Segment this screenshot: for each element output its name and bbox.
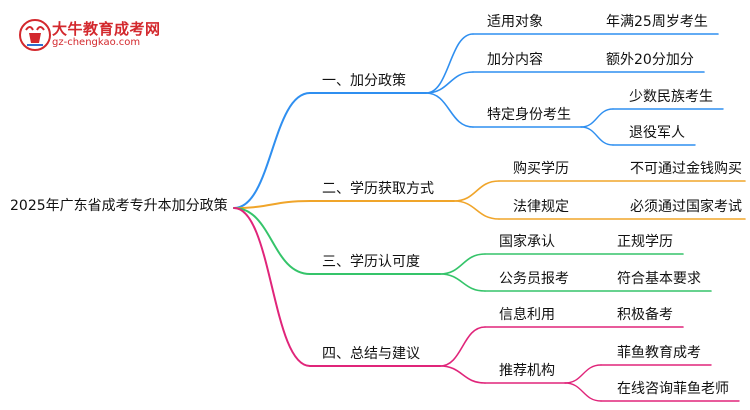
connector-branch-sub-3-2 <box>439 273 486 292</box>
sub-label-4-1: 信息利用 <box>499 307 555 323</box>
root-node: 2025年广东省成考专升本加分政策 <box>10 198 228 214</box>
connector-branch-sub-1-2 <box>425 71 474 94</box>
leaf-label-1-1-1: 年满25周岁考生 <box>606 14 708 30</box>
connector-branch-sub-4-1 <box>439 326 486 367</box>
branch-label-1: 一、加分政策 <box>322 73 406 89</box>
bull-logo-icon <box>19 19 51 51</box>
connector-sub-leaf-4-2-1 <box>564 364 602 384</box>
leaf-label-3-2-1: 符合基本要求 <box>617 271 701 287</box>
logo <box>18 14 168 56</box>
leaf-label-2-2-1: 必须通过国家考试 <box>630 199 742 215</box>
logo-url: gz-chengkao.com <box>52 37 141 48</box>
connector-sub-leaf-1-3-1 <box>580 108 614 128</box>
leaf-label-3-1-1: 正规学历 <box>617 234 673 250</box>
sub-label-3-2: 公务员报考 <box>499 271 569 287</box>
branch-label-4: 四、总结与建议 <box>322 346 420 362</box>
sub-label-1-3: 特定身份考生 <box>487 107 571 123</box>
connector-sub-leaf-4-2-2 <box>564 382 602 402</box>
leaf-label-1-2-1: 额外20分加分 <box>606 52 694 68</box>
connector-branch-sub-1-1 <box>425 33 474 94</box>
connector-root-branch-3 <box>233 207 311 275</box>
leaf-label-1-3-2: 退役军人 <box>629 125 685 141</box>
connector-branch-sub-3-1 <box>439 253 486 275</box>
sub-label-2-2: 法律规定 <box>513 199 569 215</box>
leaf-label-2-1-1: 不可通过金钱购买 <box>630 161 742 177</box>
connector-root-branch-2 <box>233 200 311 209</box>
leaf-label-4-1-1: 积极备考 <box>617 307 673 323</box>
connector-sub-leaf-1-3-2 <box>580 126 614 146</box>
logo-title: 大牛教育成考网 <box>52 20 161 38</box>
connector-branch-sub-2-1 <box>453 180 500 202</box>
connector-root-branch-1 <box>233 92 311 209</box>
sub-label-2-1: 购买学历 <box>513 161 569 177</box>
branch-label-2: 二、学历获取方式 <box>322 181 434 197</box>
leaf-label-4-2-2: 在线咨询菲鱼老师 <box>617 381 729 397</box>
sub-label-4-2: 推荐机构 <box>499 363 555 379</box>
leaf-label-1-3-1: 少数民族考生 <box>629 89 713 105</box>
sub-label-1-2: 加分内容 <box>487 52 543 68</box>
connector-branch-sub-2-2 <box>453 200 500 220</box>
connector-branch-sub-4-2 <box>439 365 486 384</box>
leaf-label-4-2-1: 菲鱼教育成考 <box>617 345 701 361</box>
sub-label-1-1: 适用对象 <box>487 14 543 30</box>
connector-root-branch-4 <box>233 207 311 367</box>
sub-label-3-1: 国家承认 <box>499 234 555 250</box>
branch-label-3: 三、学历认可度 <box>322 254 420 270</box>
connector-branch-sub-1-3 <box>425 92 474 128</box>
